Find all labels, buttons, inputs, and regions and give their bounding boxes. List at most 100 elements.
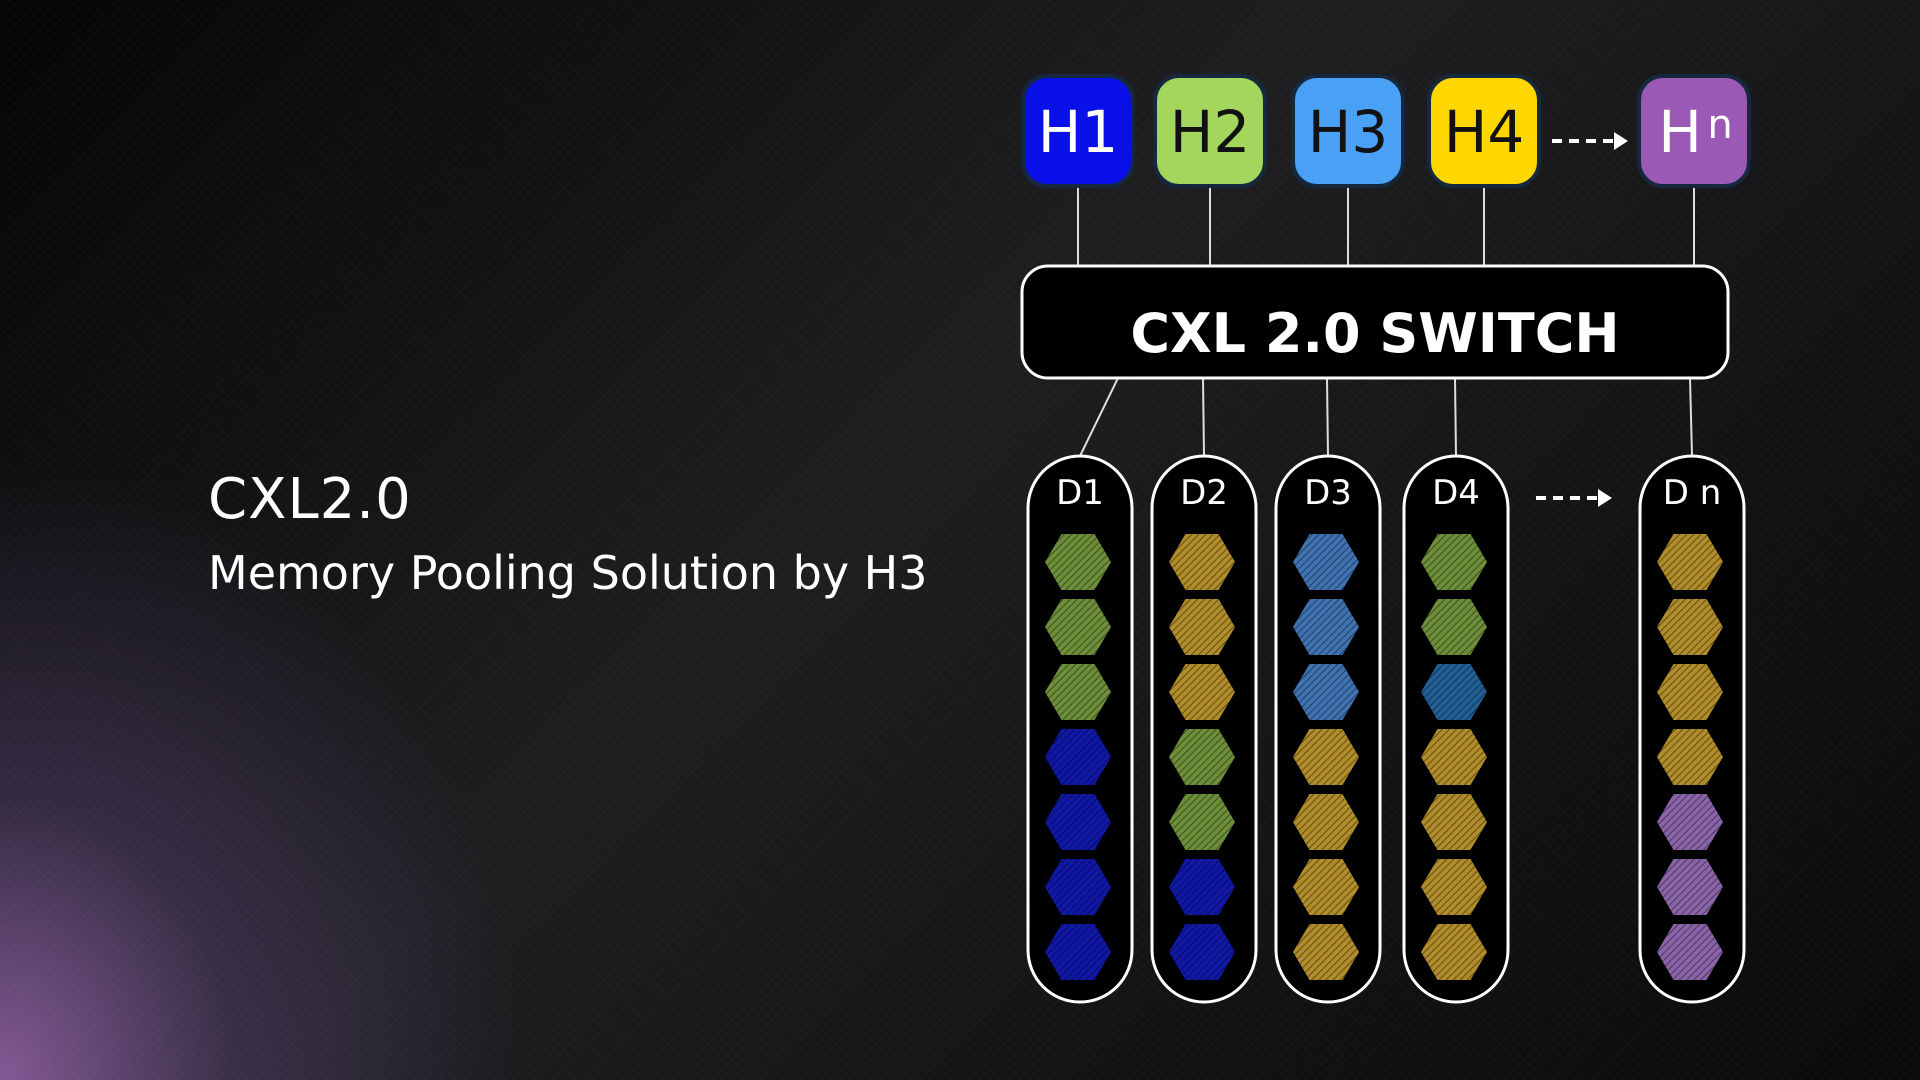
memory-slot — [1657, 859, 1723, 915]
host-label: H — [1658, 98, 1702, 166]
memory-slot — [1421, 534, 1487, 590]
memory-hex-hatch — [1293, 924, 1359, 980]
memory-slot — [1421, 664, 1487, 720]
host-2: H2 — [1153, 74, 1267, 188]
memory-hex-hatch — [1293, 599, 1359, 655]
memory-slot — [1293, 794, 1359, 850]
memory-slot — [1421, 859, 1487, 915]
memory-slot — [1045, 794, 1111, 850]
device-1: D1 — [1026, 454, 1134, 1004]
device-connector-5 — [1689, 377, 1693, 457]
memory-slot — [1657, 664, 1723, 720]
host-label: H3 — [1308, 98, 1389, 166]
memory-slot — [1293, 599, 1359, 655]
devices-row: D1 D2 D3 D4 D n — [1026, 454, 1746, 1004]
host-box — [1427, 74, 1541, 188]
host-4: H4 — [1427, 74, 1541, 188]
memory-slot — [1169, 664, 1235, 720]
memory-slot — [1657, 599, 1723, 655]
memory-slot — [1045, 534, 1111, 590]
device-2: D2 — [1150, 454, 1258, 1004]
host-label: H4 — [1444, 98, 1525, 166]
memory-hex-hatch — [1657, 924, 1723, 980]
device-connector-3 — [1326, 377, 1329, 457]
arrow-head-icon — [1614, 132, 1628, 150]
memory-hex-hatch — [1293, 534, 1359, 590]
host-box — [1291, 74, 1405, 188]
device-ellipsis-arrow — [1536, 489, 1612, 507]
memory-hex-hatch — [1421, 859, 1487, 915]
memory-slot — [1657, 924, 1723, 980]
switch-label: CXL 2.0 SWITCH — [1130, 302, 1619, 365]
memory-hex-hatch — [1421, 729, 1487, 785]
memory-slot — [1421, 599, 1487, 655]
memory-slot — [1421, 794, 1487, 850]
memory-hex-hatch — [1657, 729, 1723, 785]
device-connector-4 — [1454, 377, 1457, 457]
device-connector-1 — [1079, 377, 1119, 457]
device-4: D4 — [1402, 454, 1510, 1004]
memory-hex-hatch — [1293, 794, 1359, 850]
device-label: D n — [1663, 473, 1722, 513]
memory-hex-hatch — [1657, 794, 1723, 850]
memory-hex-hatch — [1045, 794, 1111, 850]
memory-slot — [1045, 729, 1111, 785]
host-box — [1637, 74, 1751, 188]
host-3: H3 — [1291, 74, 1405, 188]
memory-slot — [1293, 534, 1359, 590]
memory-slot — [1169, 924, 1235, 980]
memory-hex-hatch — [1657, 859, 1723, 915]
title-block: CXL2.0 Memory Pooling Solution by H3 — [208, 462, 928, 608]
memory-hex-hatch — [1169, 599, 1235, 655]
page-subtitle: Memory Pooling Solution by H3 — [208, 546, 928, 600]
memory-hex-hatch — [1421, 794, 1487, 850]
memory-hex-hatch — [1169, 924, 1235, 980]
memory-slot — [1045, 664, 1111, 720]
memory-hex-hatch — [1657, 664, 1723, 720]
memory-hex-hatch — [1045, 859, 1111, 915]
arrow-head-icon — [1598, 489, 1612, 507]
memory-hex-hatch — [1045, 534, 1111, 590]
memory-slot — [1657, 794, 1723, 850]
memory-slot — [1169, 729, 1235, 785]
device-3: D3 — [1274, 454, 1382, 1004]
memory-slot — [1045, 599, 1111, 655]
memory-slot — [1657, 534, 1723, 590]
memory-slot — [1045, 859, 1111, 915]
memory-hex-hatch — [1045, 599, 1111, 655]
device-label: D3 — [1304, 473, 1352, 513]
memory-slot — [1293, 924, 1359, 980]
connector-lines — [1077, 186, 1695, 457]
memory-hex-hatch — [1169, 534, 1235, 590]
memory-hex-hatch — [1045, 664, 1111, 720]
memory-hex-hatch — [1169, 859, 1235, 915]
memory-hex-hatch — [1657, 534, 1723, 590]
memory-hex-hatch — [1045, 729, 1111, 785]
memory-hex-hatch — [1045, 924, 1111, 980]
cxl-switch: CXL 2.0 SWITCH — [1020, 264, 1730, 380]
page-title: CXL2.0 — [208, 467, 412, 532]
memory-hex-hatch — [1421, 534, 1487, 590]
memory-hex-hatch — [1169, 729, 1235, 785]
memory-hex-hatch — [1293, 664, 1359, 720]
host-ellipsis-arrow — [1552, 132, 1628, 150]
host-1: H1 — [1021, 74, 1135, 188]
memory-slot — [1169, 859, 1235, 915]
memory-hex-hatch — [1169, 664, 1235, 720]
host-label: H1 — [1038, 98, 1119, 166]
memory-hex-hatch — [1657, 599, 1723, 655]
memory-slot — [1293, 859, 1359, 915]
host-label: H2 — [1170, 98, 1251, 166]
memory-hex-hatch — [1169, 794, 1235, 850]
host-box — [1021, 74, 1135, 188]
memory-slot — [1421, 924, 1487, 980]
memory-slot — [1293, 729, 1359, 785]
device-label: D2 — [1180, 473, 1228, 513]
memory-slot — [1045, 924, 1111, 980]
device-connector-2 — [1202, 377, 1205, 457]
memory-hex-hatch — [1293, 859, 1359, 915]
memory-slot — [1293, 664, 1359, 720]
